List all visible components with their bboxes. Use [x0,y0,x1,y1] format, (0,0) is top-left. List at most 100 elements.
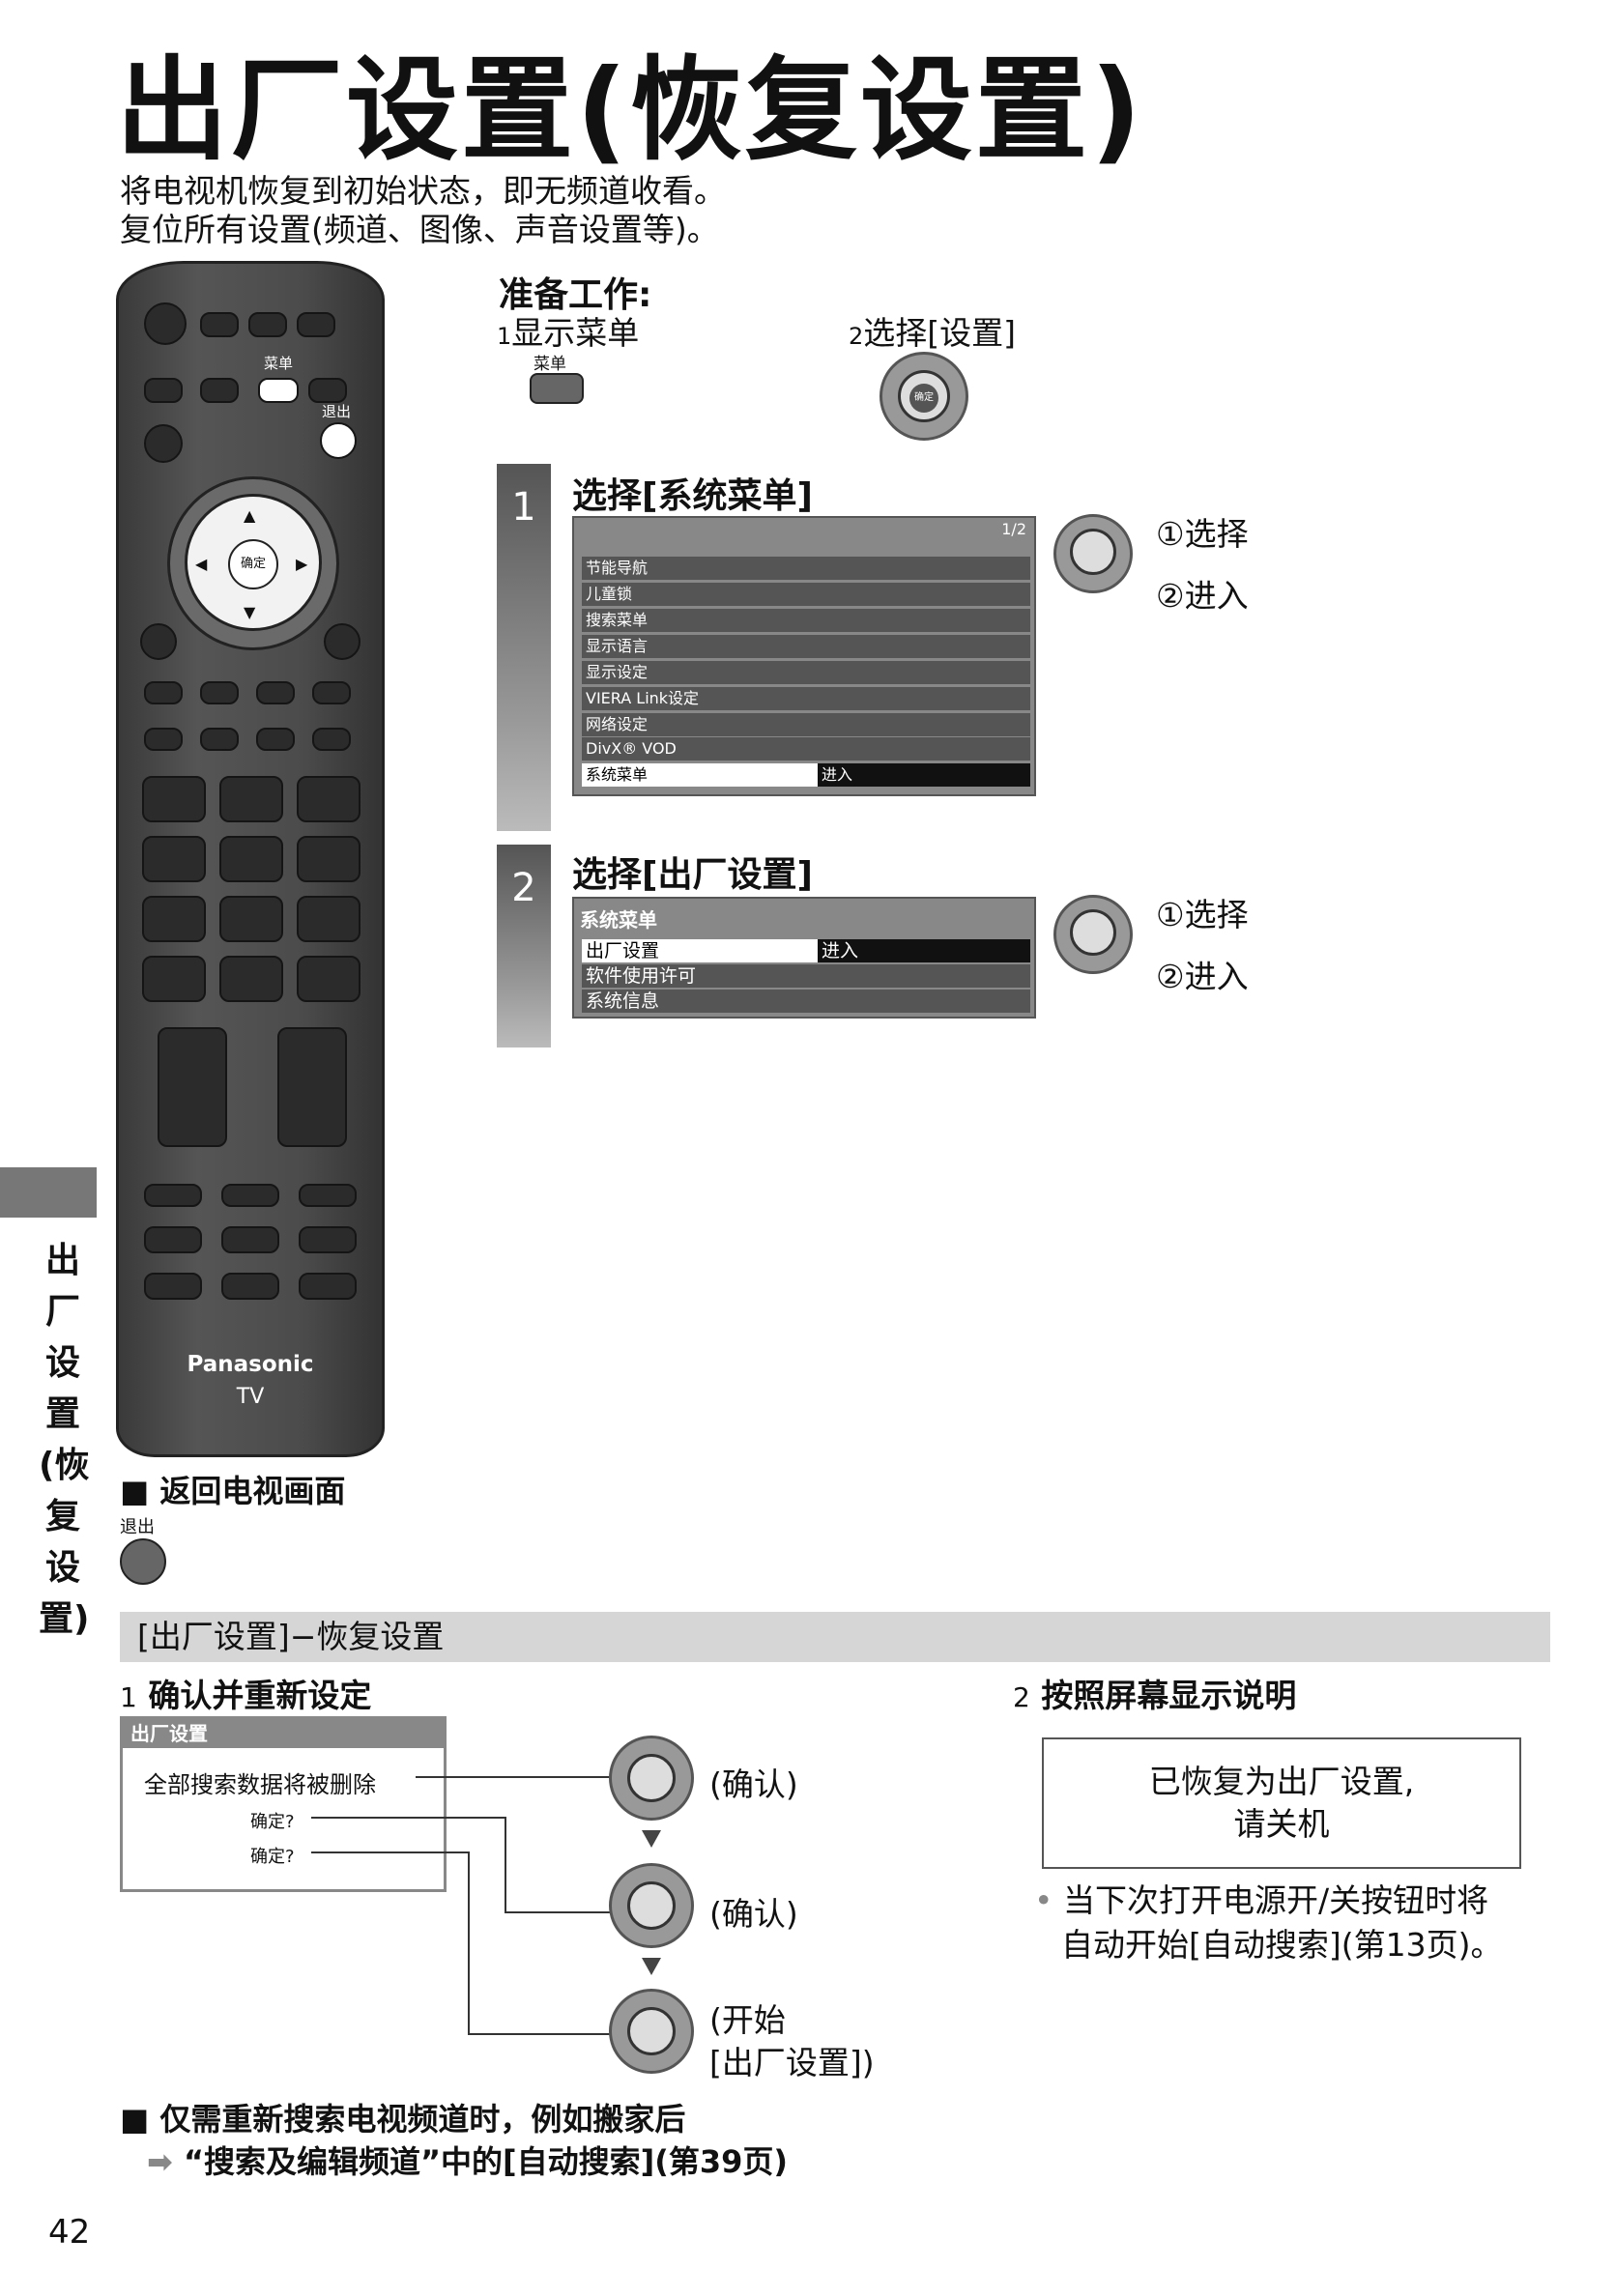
menu-item[interactable]: 儿童锁 [582,583,1030,606]
remote-button[interactable] [144,424,183,463]
number-button[interactable] [219,836,283,882]
channel-button[interactable] [277,1027,347,1147]
menu-item[interactable]: VIERA Link设定 [582,687,1030,710]
dpad[interactable] [609,1989,694,2074]
remote-button[interactable] [299,1226,357,1253]
down-arrow-icon [642,1958,661,1975]
confirm-prompt[interactable]: 确定? [250,1812,295,1832]
remote-button[interactable] [256,728,295,751]
down-arrow-icon[interactable]: ▼ [244,603,256,621]
number-button[interactable] [142,896,206,942]
enter-label: ②进入 [1156,958,1249,995]
reset-dialog: 出厂设置 全部搜索数据将被删除 确定? 确定? [120,1716,447,1892]
remote-button[interactable] [299,1273,357,1300]
menu-item[interactable]: 网络设定 [582,713,1030,736]
number-button[interactable] [142,776,206,822]
number-button[interactable] [219,776,283,822]
sidebar-char: 设 [44,1548,80,1588]
menu-item-selected[interactable]: 系统菜单 [582,763,818,787]
remote-button[interactable] [200,728,239,751]
step-1-title: 选择[系统菜单] [572,476,813,516]
menu-item-label: 出厂设置 [586,940,660,961]
page-indicator: 1/2 [1001,520,1026,538]
menu-item[interactable]: 软件使用许可 [582,964,1030,988]
dpad[interactable] [609,1863,694,1948]
note-line-2: 自动开始[自动搜索](第13页)。 [1061,1926,1503,1964]
remote-button[interactable] [297,312,335,337]
remote-button[interactable] [140,623,177,660]
menu-button[interactable] [258,378,299,403]
rescan-reference[interactable]: ➡ “搜索及编辑频道”中的[自动搜索](第39页) [147,2138,788,2182]
power-button[interactable] [144,302,187,345]
color-button[interactable] [144,681,183,704]
confirm-prompt[interactable]: 确定? [250,1847,295,1867]
menu-item[interactable]: 节能导航 [582,557,1030,580]
remote-button[interactable] [248,312,287,337]
step-2-title: 选择[出厂设置] [572,855,813,895]
number-button[interactable] [297,776,360,822]
number-button[interactable] [142,956,206,1002]
note-line-1: 当下次打开电源开/关按钮时将 [1062,1881,1489,1919]
dpad[interactable] [1053,514,1133,593]
right-arrow-icon[interactable]: ▶ [296,555,308,573]
dpad[interactable] [609,1736,694,1821]
menu-item[interactable]: 系统信息 [582,990,1030,1013]
connector-line [311,1851,468,1853]
dpad[interactable]: 确定 [880,352,968,441]
menu-item-label: 系统菜单 [586,765,649,784]
dpad[interactable] [1053,895,1133,974]
exit-button[interactable] [320,422,357,459]
intro: 将电视机恢复到初始状态，即无频道收看。 复位所有设置(频道、图像、声音设置等)。 [120,172,726,249]
number-button[interactable] [297,896,360,942]
remote-button[interactable] [312,728,351,751]
menu-item-label: 软件使用许可 [586,965,697,987]
remote-button[interactable] [144,1184,202,1207]
exit-button[interactable] [120,1538,166,1585]
number-button[interactable] [142,836,206,882]
menu-button[interactable] [530,373,584,404]
menu-item[interactable]: 搜索菜单 [582,609,1030,632]
menu-item-selected[interactable]: 出厂设置 [582,939,818,962]
remote-button[interactable] [221,1273,279,1300]
menu-item[interactable]: 显示语言 [582,635,1030,658]
connector-line [505,1817,506,1913]
number-button[interactable] [297,836,360,882]
remote-button[interactable] [200,312,239,337]
return-tv-heading: ■ 返回电视画面 [120,1473,346,1509]
up-arrow-icon[interactable]: ▲ [244,506,256,525]
ok-button[interactable]: 确定 [909,384,938,413]
remote-button[interactable] [144,378,183,403]
step-number: 1 [497,323,512,350]
menu-item[interactable]: 显示设定 [582,661,1030,684]
color-button[interactable] [312,681,351,704]
main-menu: 1/2 节能导航 儿童锁 搜索菜单 显示语言 显示设定 VIERA Link设定… [572,516,1036,796]
down-arrow-icon [642,1830,661,1848]
remote-button[interactable] [144,1226,202,1253]
section-step-1-label: 确认并重新设定 [148,1677,372,1714]
remote-button[interactable] [324,623,360,660]
left-arrow-icon[interactable]: ◀ [195,555,208,573]
section-step-2: 2 按照屏幕显示说明 [1013,1670,1296,1716]
remote-button[interactable] [221,1226,279,1253]
number-button[interactable] [297,956,360,1002]
remote-button[interactable] [200,378,239,403]
number-button[interactable] [219,896,283,942]
color-button[interactable] [200,681,239,704]
remote-button[interactable] [299,1184,357,1207]
menu-item-label: 网络设定 [586,715,649,733]
prep-step-1: 1显示菜单 [497,307,639,354]
number-button[interactable] [219,956,283,1002]
page-title: 出厂设置(恢复设置) [116,45,1145,176]
intro-line-2: 复位所有设置(频道、图像、声音设置等)。 [120,211,719,248]
prep-step-2-label: 选择[设置] [863,314,1017,352]
select-label: ①选择 [1156,515,1249,553]
ok-button[interactable]: 确定 [228,539,278,589]
remote-button[interactable] [144,1273,202,1300]
dpad[interactable]: ▲ ▼ ◀ ▶ 确定 [185,494,322,631]
color-button[interactable] [256,681,295,704]
remote-button[interactable] [144,728,183,751]
volume-button[interactable] [158,1027,227,1147]
remote-button[interactable] [308,378,347,403]
menu-item[interactable]: DivX® VOD [582,737,1030,761]
remote-button[interactable] [221,1184,279,1207]
